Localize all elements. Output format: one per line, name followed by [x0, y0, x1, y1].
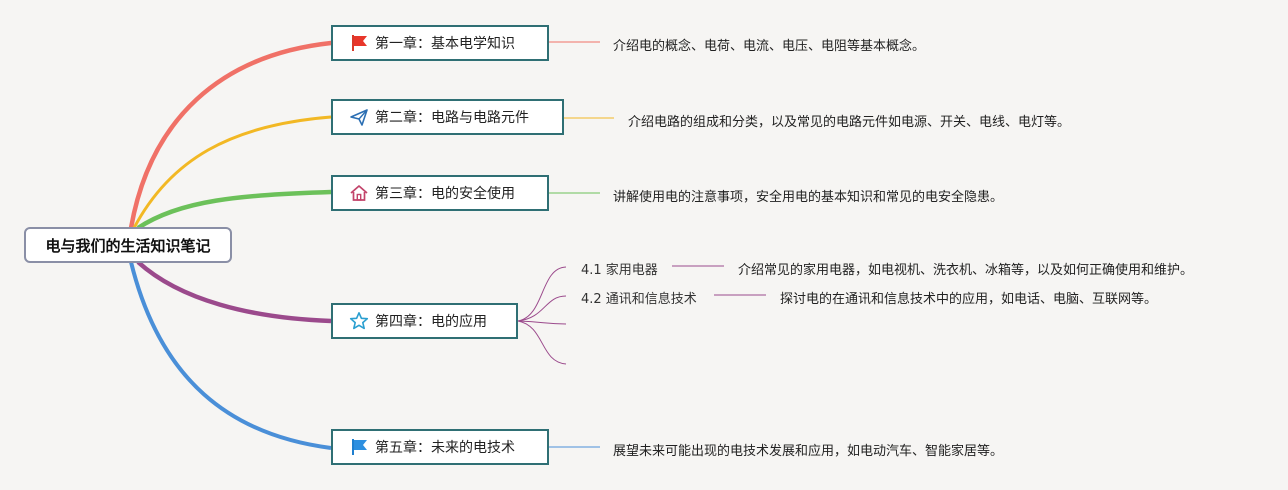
branch-line-ch1	[128, 40, 334, 231]
home-icon	[349, 183, 369, 203]
fan-ch4-2	[517, 295, 567, 322]
chapter-node-4[interactable]: 第四章：电的应用	[331, 303, 518, 339]
root-node[interactable]: 电与我们的生活知识笔记	[24, 227, 232, 263]
chapter-label-3: 第三章：电的安全使用	[375, 186, 515, 202]
red-flag-icon	[349, 33, 369, 53]
blue-flag-icon	[349, 437, 369, 457]
chapter-label-5: 第五章：未来的电技术	[375, 440, 515, 456]
chapter-node-1[interactable]: 第一章：基本电学知识	[331, 25, 549, 61]
chapter-node-2[interactable]: 第二章：电路与电路元件	[331, 99, 564, 135]
branch-line-ch4	[136, 260, 332, 324]
chapter-node-3[interactable]: 第三章：电的安全使用	[331, 175, 549, 211]
star-icon	[349, 311, 369, 331]
chapter-description-3: 讲解使用电的注意事项，安全用电的基本知识和常见的电安全隐患。	[613, 190, 1004, 205]
subtopic-label-4-2[interactable]: 4.2 通讯和信息技术	[581, 292, 697, 307]
chapter-label-1: 第一章：基本电学知识	[375, 36, 515, 52]
chapter-description-5: 展望未来可能出现的电技术发展和应用，如电动汽车、智能家居等。	[613, 444, 1004, 459]
paper-plane-icon	[349, 107, 369, 127]
subtopic-label-4-1[interactable]: 4.1 家用电器	[581, 263, 658, 278]
fan-ch4-1	[517, 266, 567, 322]
fan-ch4-3	[517, 320, 567, 325]
chapter-description-1: 介绍电的概念、电荷、电流、电压、电阻等基本概念。	[613, 39, 926, 54]
subtopic-description-4-1: 介绍常见的家用电器，如电视机、洗衣机、冰箱等，以及如何正确使用和维护。	[738, 263, 1194, 278]
chapter-label-2: 第二章：电路与电路元件	[375, 110, 529, 126]
branch-line-ch3	[136, 189, 332, 230]
chapter-label-4: 第四章：电的应用	[375, 314, 487, 330]
fan-ch4-4	[517, 320, 567, 365]
chapter-node-5[interactable]: 第五章：未来的电技术	[331, 429, 549, 465]
root-label: 电与我们的生活知识笔记	[45, 236, 211, 255]
subtopic-description-4-2: 探讨电的在通讯和信息技术中的应用，如电话、电脑、互联网等。	[780, 292, 1158, 307]
branch-line-ch5	[129, 261, 332, 450]
branch-line-ch2	[132, 115, 332, 229]
chapter-description-2: 介绍电路的组成和分类，以及常见的电路元件如电源、开关、电线、电灯等。	[628, 115, 1071, 130]
